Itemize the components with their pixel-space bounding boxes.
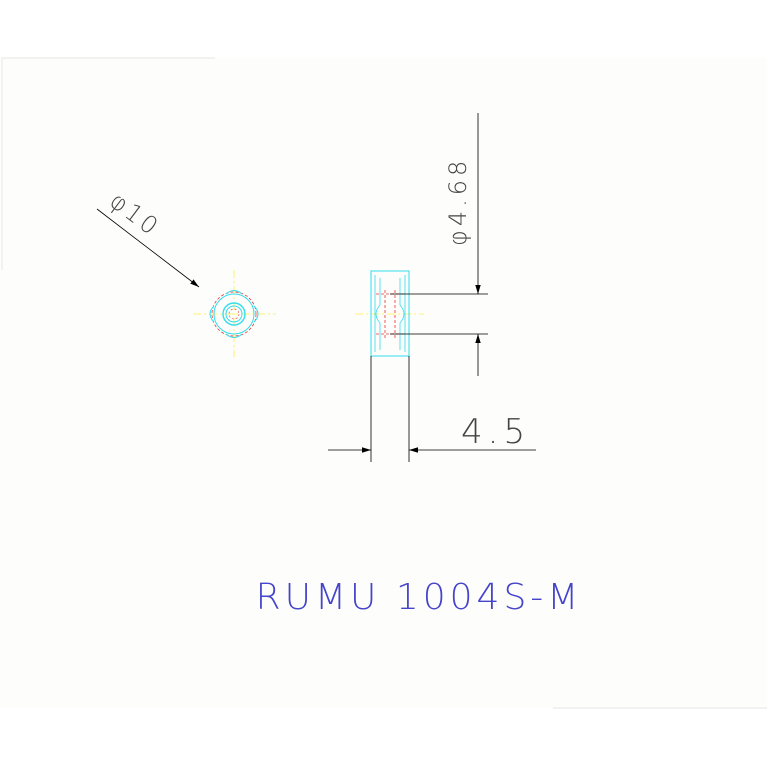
side-race-profile xyxy=(375,278,405,350)
width-dimension: 4.5 xyxy=(328,356,536,462)
outer-ring-hidden xyxy=(211,291,257,337)
bore-hidden xyxy=(228,308,240,320)
front-view xyxy=(193,270,276,357)
shield-lobes xyxy=(209,290,259,338)
sheet-border-top-left xyxy=(1,57,215,270)
bore-inner xyxy=(225,305,243,323)
side-view xyxy=(355,270,424,357)
part-label: RUMU 1004S-M xyxy=(256,577,583,618)
inner-diameter-label: φ4.68 xyxy=(444,157,472,246)
width-label: 4.5 xyxy=(461,412,530,452)
drawing-sheet xyxy=(0,58,767,708)
bore-outer xyxy=(222,302,246,326)
inner-diameter-dimension: φ4.68 xyxy=(390,113,488,376)
outer-ring xyxy=(213,293,255,335)
side-outline xyxy=(370,270,410,357)
outer-diameter-leader xyxy=(96,208,200,288)
